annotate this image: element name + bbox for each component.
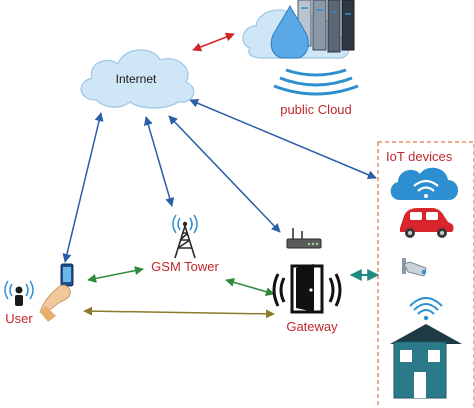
car-icon xyxy=(400,208,454,238)
link-internet-gsm xyxy=(143,116,175,207)
gateway-label: Gateway xyxy=(286,319,338,334)
wifi-cloud-icon xyxy=(390,167,459,200)
link-internet-user xyxy=(62,112,104,263)
internet-cloud-icon xyxy=(80,49,195,109)
link-user-gsm xyxy=(87,266,144,283)
smartphone-icon xyxy=(39,263,74,322)
link-user-gateway xyxy=(83,306,275,319)
link-internet-cloud xyxy=(192,32,235,52)
smart-home-icon xyxy=(390,297,462,399)
public-cloud-icon xyxy=(242,0,359,96)
link-internet-gateway xyxy=(168,115,281,233)
gsm-tower-label: GSM Tower xyxy=(151,259,219,274)
iot-devices-panel xyxy=(377,141,474,408)
public-cloud-label: public Cloud xyxy=(280,102,352,117)
router-icon xyxy=(286,228,322,249)
user-icon xyxy=(4,280,34,306)
security-camera-icon xyxy=(402,258,427,277)
gsm-tower-icon xyxy=(172,214,198,259)
link-gsm-gateway xyxy=(225,277,275,297)
link-internet-iot xyxy=(189,98,377,180)
gateway-door-icon xyxy=(272,264,342,314)
user-label: User xyxy=(5,311,33,326)
iot-devices-label: IoT devices xyxy=(386,149,453,164)
internet-label: Internet xyxy=(116,72,157,86)
